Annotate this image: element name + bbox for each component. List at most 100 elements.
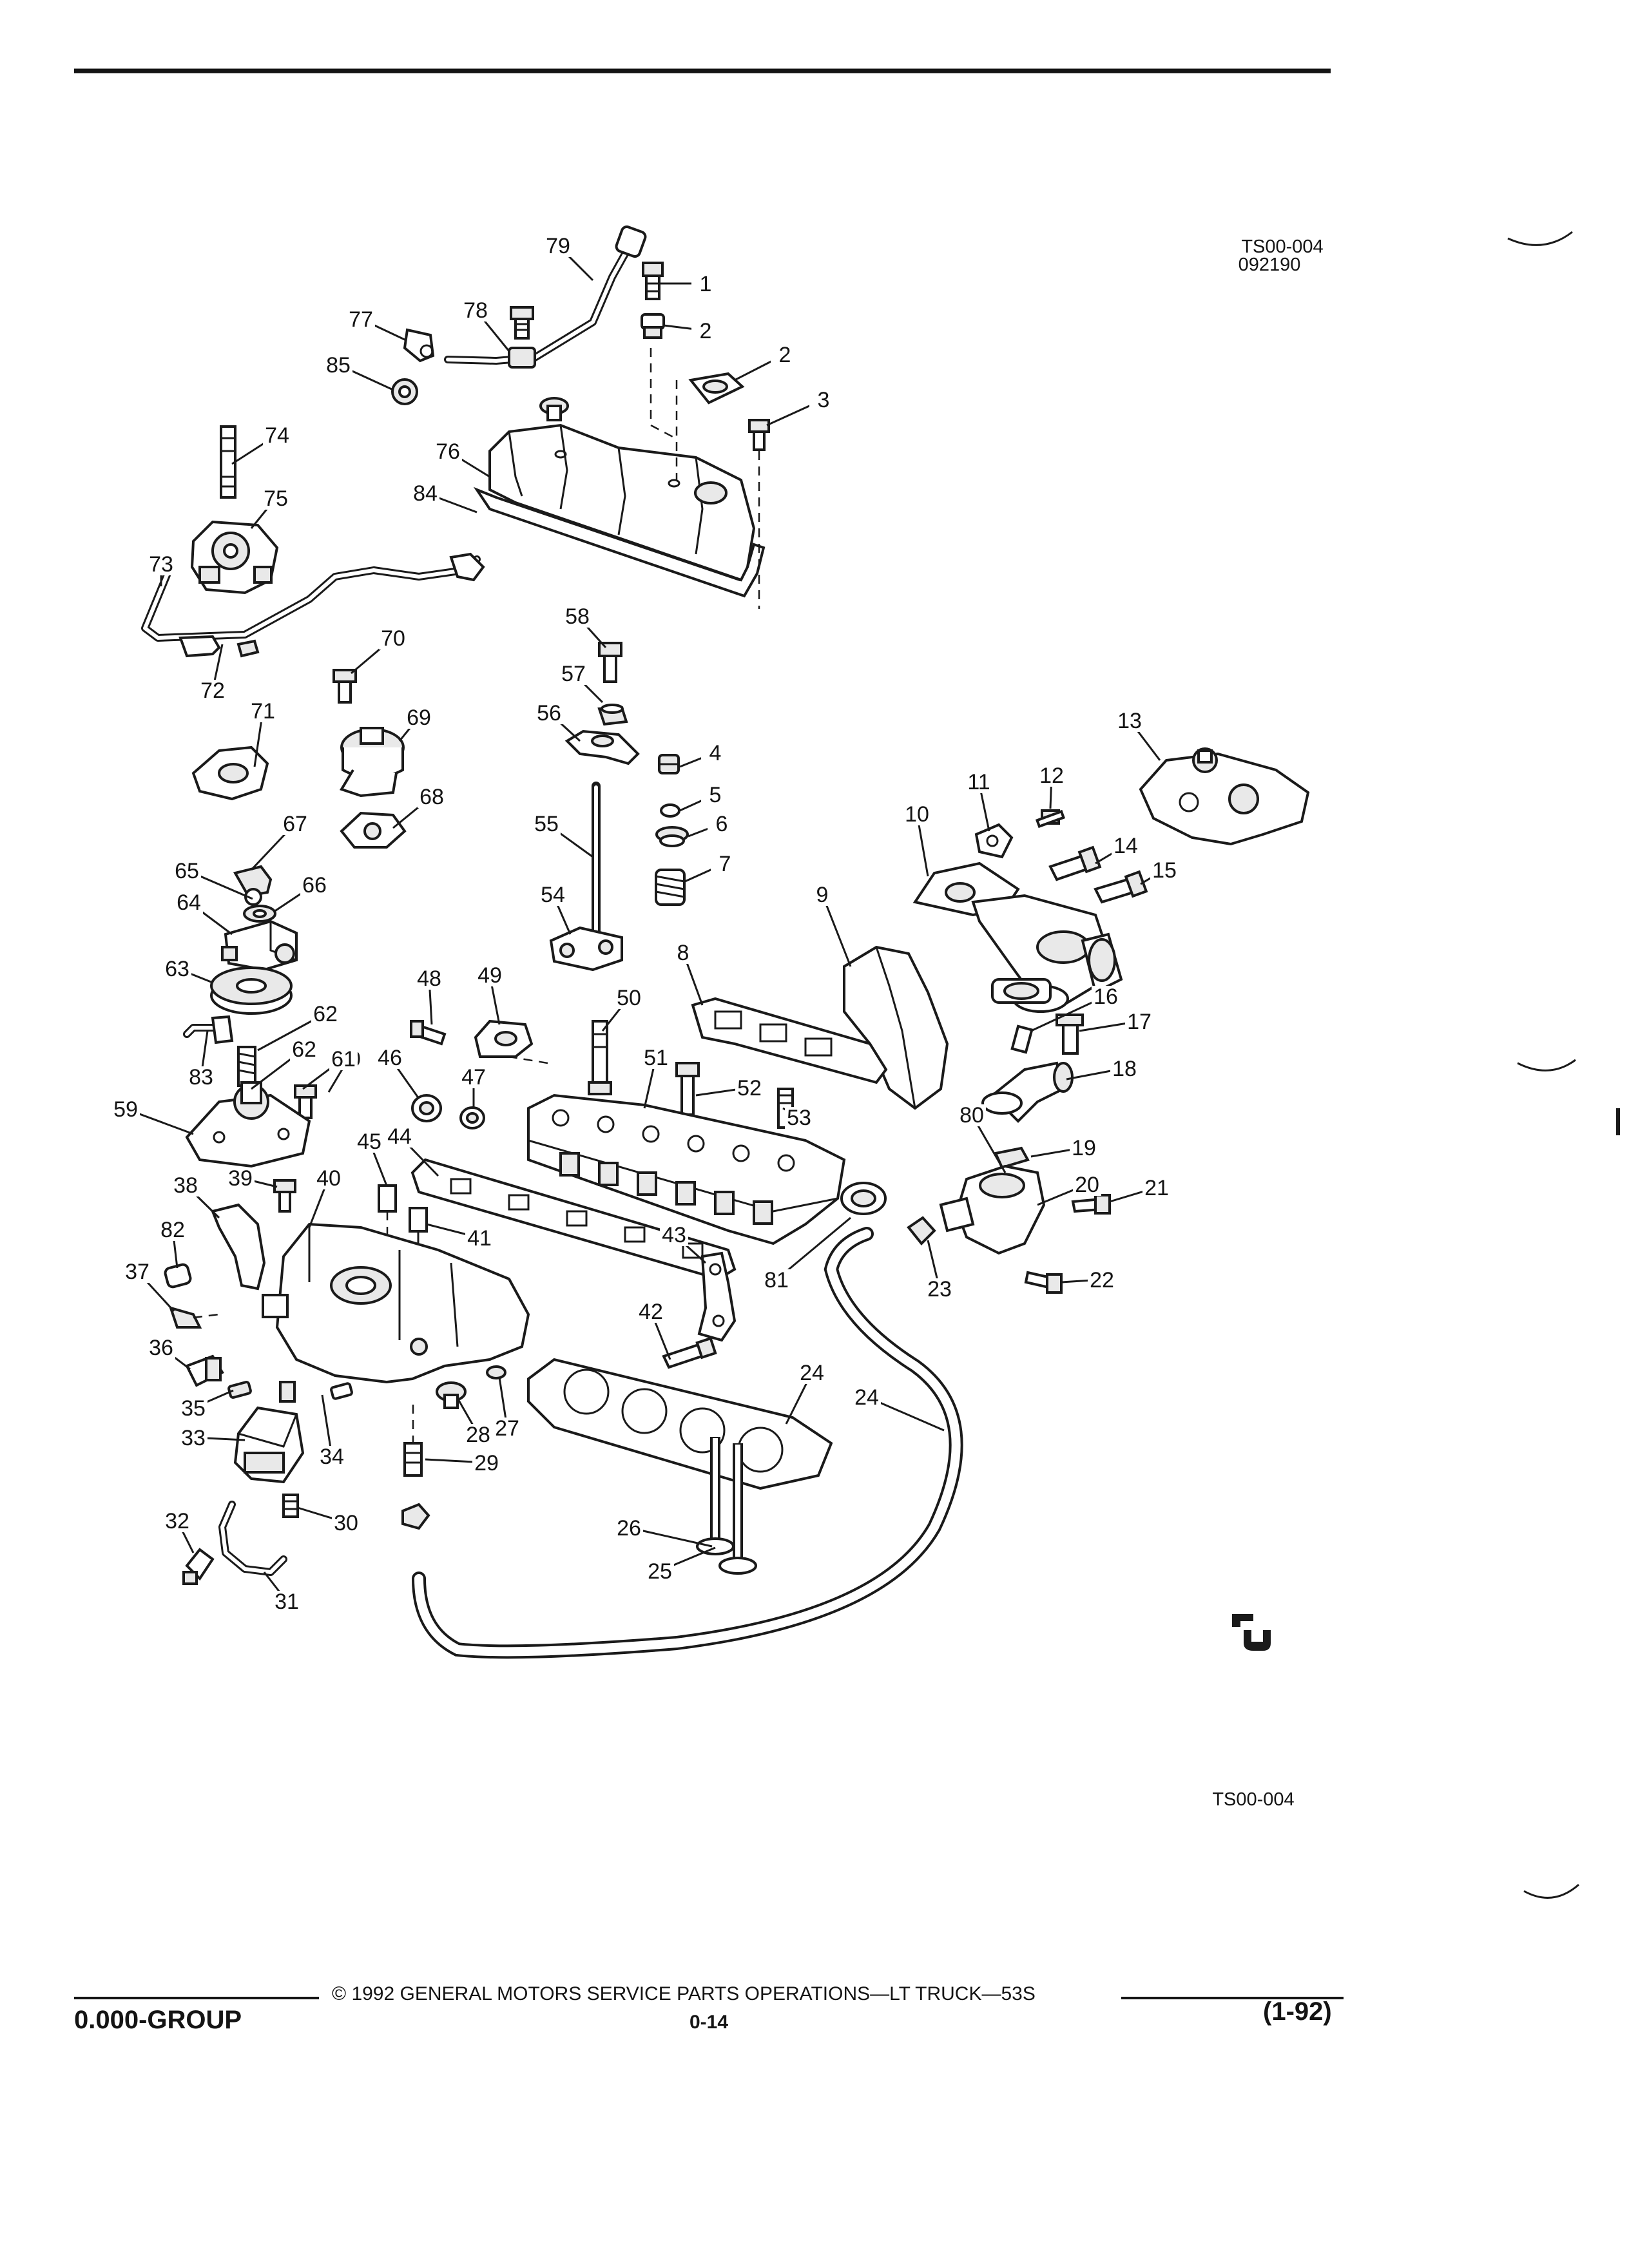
footer-revision: (1-92): [1263, 1997, 1332, 2026]
callout-backing: [461, 300, 490, 322]
callout-number: 24: [800, 1361, 824, 1385]
seal-ring: [411, 1094, 442, 1122]
bolt: [1048, 845, 1102, 881]
callout-backing: [459, 1066, 488, 1088]
callout-number: 6: [716, 812, 728, 836]
callout-number: 47: [461, 1065, 486, 1090]
callout-backing: [1112, 835, 1140, 857]
callout-number: 70: [381, 626, 405, 651]
callout-number: 19: [1072, 1136, 1096, 1160]
callout-backing: [1115, 710, 1144, 732]
callout-number: 45: [357, 1129, 381, 1154]
footer-copyright: © 1992 GENERAL MOTORS SERVICE PARTS OPER…: [332, 1983, 1036, 2004]
callout-backing: [290, 1039, 318, 1061]
margin-mark: [1507, 231, 1573, 246]
valve-cap: [660, 803, 680, 818]
callout-backing: [415, 968, 443, 990]
rocker-bridge: [549, 926, 623, 972]
callout-number: 56: [537, 701, 561, 726]
callout-backing: [711, 853, 739, 875]
bracket: [378, 1184, 397, 1302]
stud: [662, 1336, 717, 1369]
callout-number: 4: [709, 741, 722, 765]
callout-backing: [762, 1269, 791, 1291]
callout-backing: [691, 320, 720, 342]
callout-number: 57: [561, 662, 586, 686]
callout-backing: [329, 1048, 358, 1070]
spacer-plate: [191, 745, 269, 801]
callout-backing: [1073, 1174, 1101, 1196]
footer-page-number: 0-14: [689, 2012, 729, 2033]
stud: [588, 1020, 612, 1095]
callout-number: 77: [349, 307, 373, 332]
cylinder-head: [508, 1055, 846, 1245]
callout-number: 2: [700, 319, 712, 343]
pulley: [210, 966, 293, 1015]
callout-number: 22: [1090, 1268, 1114, 1293]
callout-backing: [493, 1418, 521, 1439]
valve-cover: [488, 348, 760, 609]
callout-number: 50: [617, 986, 641, 1010]
callout-backing: [318, 1446, 346, 1468]
callout-number: 73: [149, 552, 173, 577]
idle-solenoid: [233, 1406, 305, 1484]
callout-number: 72: [200, 678, 225, 703]
plug: [227, 1381, 252, 1399]
callout-number: 1: [700, 272, 712, 296]
callout-number: 30: [334, 1511, 358, 1535]
callout-number: 82: [160, 1218, 185, 1242]
callout-number: 9: [816, 883, 829, 907]
callout-backing: [311, 1003, 340, 1025]
callout-number: 39: [228, 1166, 253, 1191]
callout-backing: [809, 389, 838, 411]
exhaust-manifold-gasket: [691, 997, 888, 1084]
callout-number: 74: [265, 423, 289, 448]
air-pump: [190, 520, 279, 595]
margin-mark: [1517, 1059, 1576, 1072]
callout-number: 11: [967, 770, 990, 794]
callout-backing: [1142, 1177, 1171, 1199]
callout-number: 67: [283, 812, 307, 836]
callout-backing: [434, 441, 462, 463]
callout-number: 55: [534, 812, 559, 836]
callout-number: 40: [316, 1166, 341, 1191]
header-ref-code: TS00-004: [1241, 236, 1323, 257]
callout-backing: [1125, 1011, 1153, 1033]
margin-mark: [1616, 1108, 1620, 1135]
callout-number: 16: [1094, 985, 1118, 1009]
stud: [410, 1020, 447, 1046]
elbow-fitting: [403, 328, 435, 363]
callout-backing: [559, 663, 588, 685]
callout-backing: [175, 892, 203, 914]
callout-backing: [187, 1066, 215, 1088]
callout-backing: [708, 813, 736, 835]
rocker-arm: [564, 729, 640, 765]
callout-number: 59: [113, 1097, 138, 1122]
callout-backing: [539, 884, 567, 906]
callout-number: 42: [639, 1300, 663, 1324]
bolt: [675, 1062, 700, 1116]
air-line: [141, 552, 485, 642]
seal-ring: [459, 1106, 485, 1129]
callout-number: 62: [292, 1037, 316, 1062]
callout-backing: [324, 354, 352, 376]
plug: [486, 1365, 506, 1379]
callout-number: 48: [417, 966, 441, 991]
callout-backing: [691, 273, 720, 295]
bolt: [1035, 809, 1066, 829]
callout-backing: [1110, 1058, 1139, 1080]
callout-backing: [163, 958, 191, 980]
plug: [164, 1263, 192, 1289]
callout-backing: [111, 1099, 140, 1120]
callout-backing: [563, 606, 592, 628]
heat-shield: [843, 945, 949, 1110]
callout-number: 79: [546, 234, 570, 258]
callout-number: 28: [466, 1423, 490, 1447]
callout-backing: [1037, 765, 1066, 787]
callout-number: 32: [165, 1509, 189, 1533]
callout-backing: [418, 786, 446, 808]
callout-number: 63: [165, 957, 189, 981]
callout-backing: [925, 1278, 954, 1300]
callout-number: 3: [818, 388, 830, 412]
